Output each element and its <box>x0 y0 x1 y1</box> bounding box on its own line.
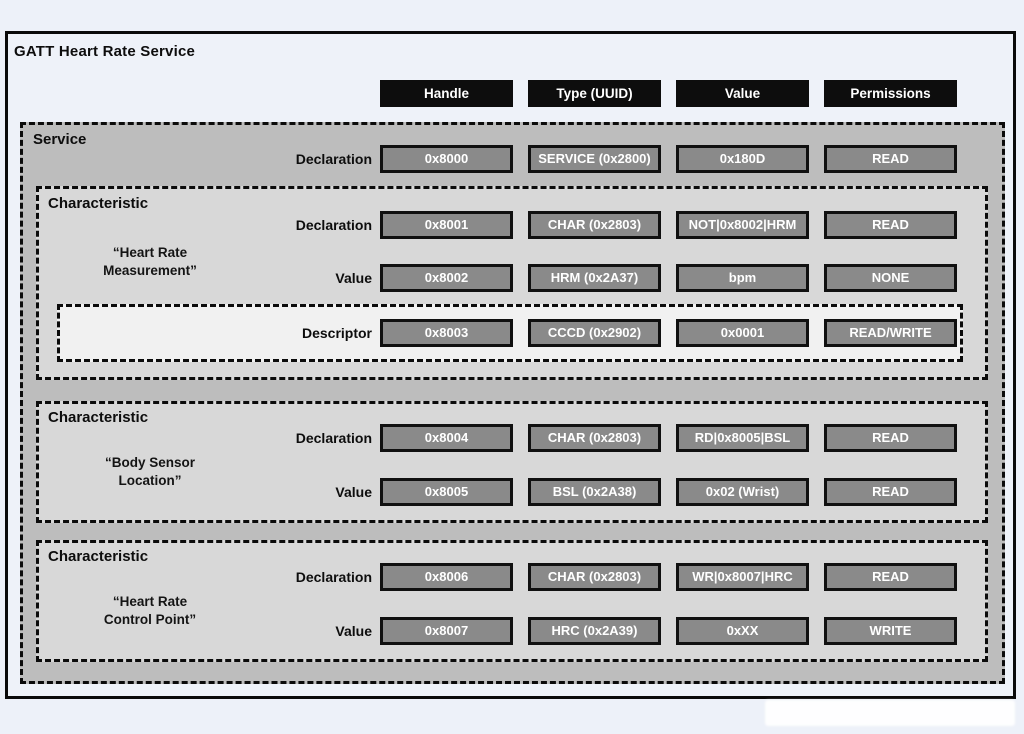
attribute-permissions: NONE <box>824 264 957 292</box>
attribute-type: HRM (0x2A37) <box>528 264 661 292</box>
column-header-type-uuid: Type (UUID) <box>528 80 661 107</box>
attribute-handle: 0x8006 <box>380 563 513 591</box>
characteristic-3-label: Characteristic <box>48 548 149 565</box>
characteristic-3-name-line1: “Heart Rate <box>112 594 188 609</box>
row-label: Value <box>335 623 372 639</box>
attribute-permissions: READ <box>824 145 957 173</box>
characteristic-1-name: “Heart Rate Measurement” <box>45 244 255 280</box>
characteristic-1-descriptor-row: Descriptor 0x8003 CCCD (0x2902) 0x0001 R… <box>0 319 958 347</box>
attribute-value: bpm <box>676 264 809 292</box>
service-declaration-row: Declaration 0x8000 SERVICE (0x2800) 0x18… <box>0 145 958 173</box>
attribute-type: SERVICE (0x2800) <box>528 145 661 173</box>
characteristic-3-name: “Heart Rate Control Point” <box>45 593 255 629</box>
characteristic-2-value-row: Value 0x8005 BSL (0x2A38) 0x02 (Wrist) R… <box>0 478 958 506</box>
characteristic-1-value-row: Value 0x8002 HRM (0x2A37) bpm NONE <box>0 264 958 292</box>
attribute-type: BSL (0x2A38) <box>528 478 661 506</box>
attribute-type: CCCD (0x2902) <box>528 319 661 347</box>
attribute-type: CHAR (0x2803) <box>528 211 661 239</box>
attribute-permissions: WRITE <box>824 617 957 645</box>
attribute-type: HRC (0x2A39) <box>528 617 661 645</box>
diagram-title: GATT Heart Rate Service <box>14 43 196 60</box>
attribute-handle: 0x8007 <box>380 617 513 645</box>
characteristic-1-name-line2: Measurement” <box>103 263 197 278</box>
service-group-label: Service <box>33 131 87 148</box>
row-label: Declaration <box>295 569 372 585</box>
attribute-permissions: READ <box>824 424 957 452</box>
attribute-handle: 0x8003 <box>380 319 513 347</box>
characteristic-2-name-line1: “Body Sensor <box>104 455 196 470</box>
attribute-type: CHAR (0x2803) <box>528 563 661 591</box>
attribute-value: WR|0x8007|HRC <box>676 563 809 591</box>
attribute-permissions: READ/WRITE <box>824 319 957 347</box>
attribute-value: 0x0001 <box>676 319 809 347</box>
row-label: Declaration <box>295 217 372 233</box>
attribute-handle: 0x8000 <box>380 145 513 173</box>
characteristic-1-name-line1: “Heart Rate <box>112 245 188 260</box>
row-label: Descriptor <box>301 325 372 341</box>
characteristic-1-label: Characteristic <box>48 195 149 212</box>
characteristic-2-name-line2: Location” <box>118 473 182 488</box>
attribute-type: CHAR (0x2803) <box>528 424 661 452</box>
column-header-value: Value <box>676 80 809 107</box>
attribute-handle: 0x8004 <box>380 424 513 452</box>
attribute-value: 0x02 (Wrist) <box>676 478 809 506</box>
row-label: Value <box>335 484 372 500</box>
attribute-permissions: READ <box>824 563 957 591</box>
characteristic-1-declaration-row: Declaration 0x8001 CHAR (0x2803) NOT|0x8… <box>0 211 958 239</box>
characteristic-2-label: Characteristic <box>48 409 149 426</box>
characteristic-3-name-line2: Control Point” <box>103 612 197 627</box>
row-label: Declaration <box>295 430 372 446</box>
row-label: Value <box>335 270 372 286</box>
attribute-handle: 0x8005 <box>380 478 513 506</box>
column-header-permissions: Permissions <box>824 80 957 107</box>
characteristic-3-declaration-row: Declaration 0x8006 CHAR (0x2803) WR|0x80… <box>0 563 958 591</box>
column-header-handle: Handle <box>380 80 513 107</box>
attribute-value: RD|0x8005|BSL <box>676 424 809 452</box>
attribute-handle: 0x8001 <box>380 211 513 239</box>
attribute-value: NOT|0x8002|HRM <box>676 211 809 239</box>
attribute-value: 0xXX <box>676 617 809 645</box>
erased-watermark-area <box>765 700 1015 726</box>
characteristic-3-value-row: Value 0x8007 HRC (0x2A39) 0xXX WRITE <box>0 617 958 645</box>
row-label: Declaration <box>295 151 372 167</box>
attribute-value: 0x180D <box>676 145 809 173</box>
attribute-permissions: READ <box>824 478 957 506</box>
attribute-handle: 0x8002 <box>380 264 513 292</box>
characteristic-2-name: “Body Sensor Location” <box>45 454 255 490</box>
attribute-permissions: READ <box>824 211 957 239</box>
characteristic-2-declaration-row: Declaration 0x8004 CHAR (0x2803) RD|0x80… <box>0 424 958 452</box>
